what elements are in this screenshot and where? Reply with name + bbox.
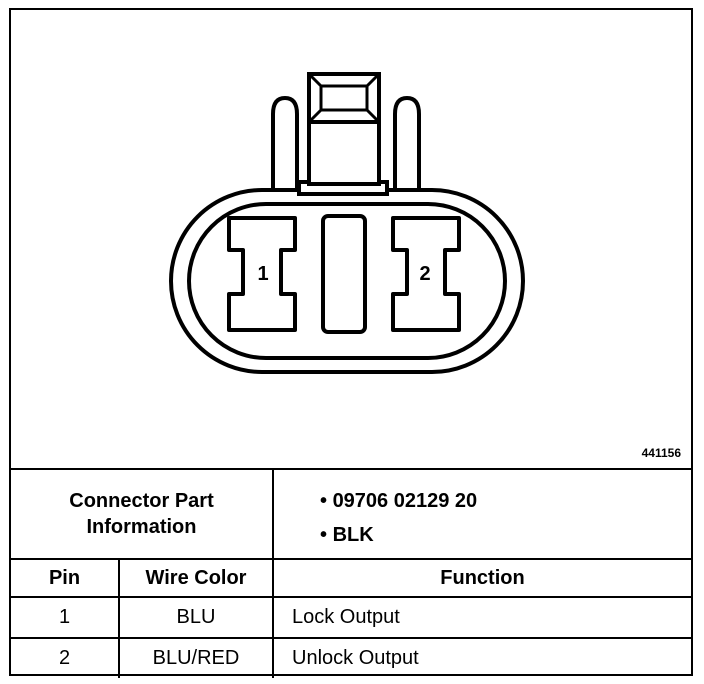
table-header-row: Pin Wire Color Function: [11, 558, 691, 598]
connector-info-row: Connector Part Information • 09706 02129…: [11, 468, 691, 560]
row-1-function: Lock Output: [272, 596, 691, 639]
connector-color: BLK: [332, 524, 374, 546]
figure-id: 441156: [641, 446, 681, 460]
pin-1-label: 1: [257, 263, 268, 285]
table-row: 2 BLU/RED Unlock Output: [11, 637, 691, 678]
connector-part-info-line1: Connector Part: [69, 490, 214, 512]
connector-table: Connector Part Information • 09706 02129…: [11, 468, 691, 678]
pin-1-cavity: [227, 216, 297, 332]
table-row: 1 BLU Lock Output: [11, 596, 691, 639]
row-1-pin: 1: [11, 596, 120, 639]
part-number-item: • 09706 02129 20: [320, 490, 478, 512]
row-2-pin: 2: [11, 637, 120, 678]
center-key: [321, 214, 367, 334]
pin-header: Pin: [11, 558, 120, 598]
left-latch-post: [271, 95, 299, 200]
pin-2-label: 2: [419, 263, 430, 285]
connector-part-info-values: • 09706 02129 20 • BLK: [272, 468, 691, 560]
part-number: 09706 02129 20: [332, 490, 478, 512]
connector-face-diagram: 1 2: [169, 72, 525, 374]
connector-part-info-line2: Information: [86, 516, 197, 538]
row-2-function: Unlock Output: [272, 637, 691, 678]
right-latch-post: [393, 95, 421, 200]
row-2-wire-color: BLU/RED: [118, 637, 274, 678]
wire-color-header: Wire Color: [118, 558, 274, 598]
row-1-wire-color: BLU: [118, 596, 274, 639]
pin-2-cavity: [391, 216, 461, 332]
connector-frame: 1 2 441156 Connector Part Information • …: [9, 8, 693, 678]
function-header: Function: [272, 558, 691, 598]
connector-part-info-label: Connector Part Information: [11, 468, 274, 560]
connector-color-item: • BLK: [320, 524, 374, 546]
